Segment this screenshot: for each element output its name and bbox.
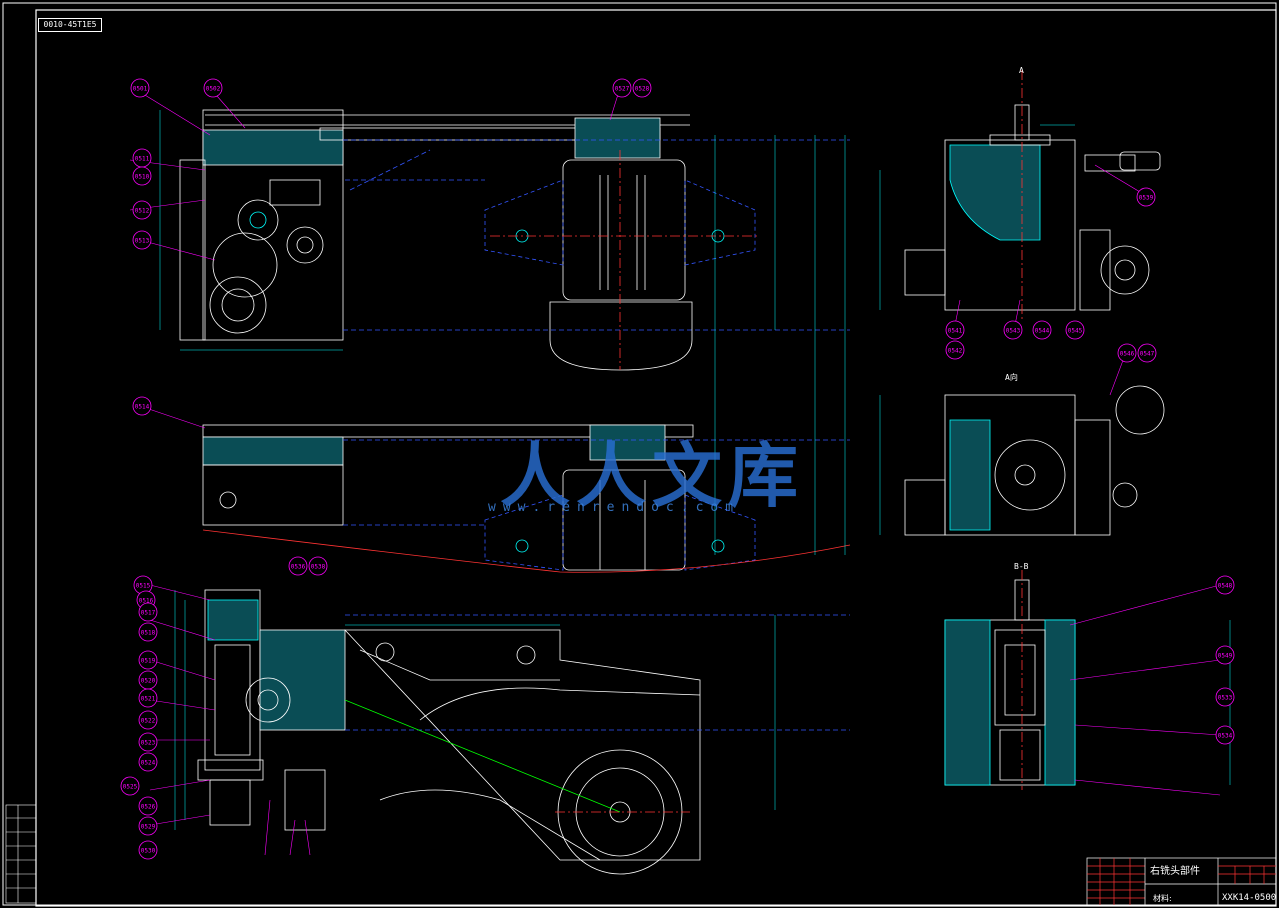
part-balloon: [138, 752, 158, 772]
part-balloon-number: 0534: [1218, 733, 1233, 740]
watermark-text: 人人文库: [500, 435, 804, 517]
part-balloon: [1065, 320, 1085, 340]
part-balloon: [132, 230, 152, 250]
section-view-lower: [197, 589, 850, 875]
part-balloon: [1003, 320, 1023, 340]
part-balloon-number: 0514: [135, 404, 150, 411]
part-balloon: [1215, 575, 1235, 595]
part-balloon: [132, 200, 152, 220]
part-balloon-number: 0519: [141, 658, 156, 665]
part-balloon: [138, 688, 158, 708]
part-balloon: [132, 166, 152, 186]
side-view-top-right: [904, 70, 1161, 320]
part-balloon: [138, 622, 158, 642]
drawing-code-tab: 0010-45T1E5: [38, 18, 102, 32]
drawing-title: 右铣头部件: [1150, 866, 1200, 877]
title-block: [1086, 857, 1277, 906]
part-balloon: [138, 732, 158, 752]
part-balloon-number: 0523: [141, 740, 156, 747]
part-balloon-number: 0501: [133, 86, 148, 93]
part-balloon-number: 0524: [141, 760, 156, 767]
part-balloon: [138, 816, 158, 836]
part-balloon: [120, 776, 140, 796]
part-balloon-number: 0547: [1140, 351, 1155, 358]
side-view-middle-right: [904, 385, 1165, 536]
part-balloon: [130, 78, 150, 98]
part-balloon-number: 0536: [291, 564, 306, 571]
part-balloon-number: 0538: [311, 564, 326, 571]
part-balloon: [1137, 343, 1157, 363]
part-balloon: [945, 340, 965, 360]
left-title-strip: [5, 804, 37, 904]
part-balloon: [288, 556, 308, 576]
part-balloon-number: 0543: [1006, 328, 1021, 335]
part-balloon: [138, 650, 158, 670]
part-balloon-number: 0539: [1139, 195, 1154, 202]
part-balloon-number: 0546: [1120, 351, 1135, 358]
part-balloon-number: 0533: [1218, 695, 1233, 702]
part-balloon-number: 0529: [141, 824, 156, 831]
part-balloon-number: 0512: [135, 208, 150, 215]
part-balloon-number: 0541: [948, 328, 963, 335]
part-balloon: [1032, 320, 1052, 340]
part-balloon-number: 0520: [141, 678, 156, 685]
front-view-middle: [202, 424, 851, 573]
part-balloon: [632, 78, 652, 98]
part-balloon-number: 0515: [136, 583, 151, 590]
view-label-bb: B-B: [1014, 562, 1029, 571]
part-balloon: [1136, 187, 1156, 207]
part-balloon-number: 0517: [141, 610, 156, 617]
part-balloon: [308, 556, 328, 576]
part-balloon: [945, 320, 965, 340]
view-label-a: A: [1019, 66, 1024, 75]
part-balloon-number: 0545: [1068, 328, 1083, 335]
part-balloon: [132, 396, 152, 416]
part-balloon: [1215, 687, 1235, 707]
part-balloon-number: 0511: [135, 156, 150, 163]
part-balloon-number: 0530: [141, 848, 156, 855]
part-balloon-number: 0544: [1035, 328, 1050, 335]
inner-frame: [35, 9, 1277, 907]
drawing-number: XXK14-0500: [1222, 893, 1277, 903]
part-balloon-number: 0510: [135, 174, 150, 181]
part-balloon-number: 0528: [635, 86, 650, 93]
part-balloon-number: 0542: [948, 348, 963, 355]
part-balloon-number: 0502: [206, 86, 221, 93]
balloon-group: 0501 0502 0527 0528 0511 0510 0512 0513 0514 0515…: [120, 78, 1235, 860]
part-balloon-number: 0549: [1218, 653, 1233, 660]
part-balloon-number: 0527: [615, 86, 630, 93]
leader-lines: [129, 87, 1221, 856]
part-balloon-number: 0526: [141, 804, 156, 811]
front-view-upper: [179, 109, 850, 371]
part-balloon: [612, 78, 632, 98]
part-balloon-number: 0521: [141, 696, 156, 703]
part-balloon: [138, 840, 158, 860]
part-balloon: [1215, 645, 1235, 665]
part-balloon-number: 0548: [1218, 583, 1233, 590]
part-balloon-number: 0525: [123, 784, 138, 791]
material-label: 材料:: [1153, 894, 1172, 903]
part-balloon-number: 0513: [135, 238, 150, 245]
part-balloon-number: 0516: [139, 598, 154, 605]
part-balloon: [138, 710, 158, 730]
part-balloon: [138, 602, 158, 622]
view-label-a-direction: A向: [1005, 373, 1018, 382]
watermark-url: www.renrendoc.com: [488, 500, 741, 515]
section-view-bb: [944, 570, 1076, 790]
part-balloon: [1117, 343, 1137, 363]
part-balloon-number: 0522: [141, 718, 156, 725]
part-balloon: [203, 78, 223, 98]
part-balloon: [1215, 725, 1235, 745]
part-balloon-number: 0518: [141, 630, 156, 637]
part-balloon: [138, 796, 158, 816]
